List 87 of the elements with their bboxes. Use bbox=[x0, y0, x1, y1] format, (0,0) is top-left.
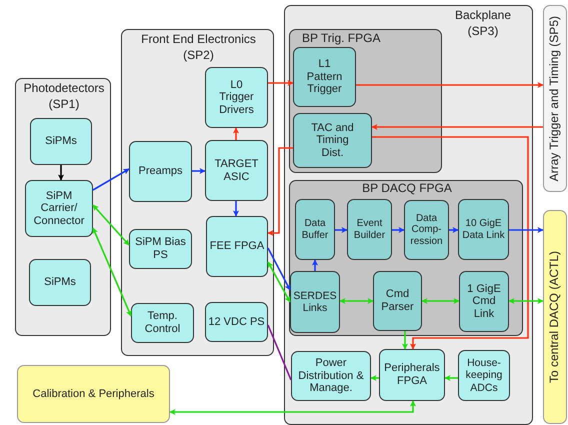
process-box bbox=[29, 259, 91, 306]
process-box bbox=[373, 271, 422, 331]
box-label: House-keeping ADCs bbox=[464, 357, 504, 394]
arrow bbox=[267, 147, 293, 236]
box-label: Preamps bbox=[138, 165, 183, 178]
process-box bbox=[291, 351, 371, 401]
group-heading: Front End Electronics (SP2) bbox=[140, 32, 257, 64]
box-label: 10 GigE Data Link bbox=[461, 218, 506, 241]
arrow bbox=[335, 227, 348, 233]
box-label: Peripherals FPGA bbox=[383, 362, 441, 388]
arrow bbox=[371, 124, 543, 130]
side-panel bbox=[543, 5, 567, 192]
side-panel bbox=[543, 210, 567, 424]
group-heading: BP DACQ FPGA bbox=[361, 181, 453, 197]
process-box bbox=[17, 365, 170, 423]
box-label: SiPM Bias PS bbox=[134, 236, 187, 262]
box-label: SiPMs bbox=[44, 276, 76, 289]
arrow bbox=[402, 331, 408, 350]
box-label: L0 Trigger Drivers bbox=[218, 78, 255, 116]
box-label: Temp. Control bbox=[144, 310, 182, 336]
box-label: Event Builder bbox=[352, 218, 386, 241]
subgroup-panel bbox=[289, 180, 523, 336]
subgroup-panel bbox=[289, 29, 442, 173]
arrow bbox=[444, 375, 458, 381]
group-heading: BP Trig. FPGA bbox=[301, 31, 382, 47]
arrow bbox=[508, 298, 544, 304]
box-label: Data Buffer bbox=[300, 218, 330, 241]
process-box bbox=[206, 216, 268, 277]
arrow bbox=[268, 80, 294, 86]
arrow bbox=[92, 227, 132, 317]
process-box bbox=[129, 229, 192, 269]
process-box bbox=[459, 271, 509, 332]
connector-line bbox=[267, 324, 292, 380]
arrow bbox=[449, 227, 459, 233]
box-label: Data Comp-ression bbox=[409, 212, 444, 248]
arrow bbox=[509, 227, 544, 233]
process-box bbox=[404, 200, 449, 260]
box-label: SiPM Carrier/ Connector bbox=[32, 190, 86, 228]
arrow bbox=[267, 261, 291, 303]
group-panel bbox=[121, 29, 274, 356]
box-label: 12 VDC PS bbox=[208, 316, 265, 328]
arrow bbox=[92, 168, 130, 191]
box-label: Calibration & Peripherals bbox=[32, 388, 154, 400]
arrow bbox=[356, 82, 544, 88]
box-label: TAC and Timing Dist. bbox=[310, 122, 355, 160]
process-box bbox=[30, 118, 92, 165]
group-heading: Backplane (SP3) bbox=[454, 8, 512, 40]
arrow bbox=[92, 204, 130, 246]
box-label: 1 GigE Cmd Link bbox=[466, 282, 502, 320]
box-label: SERDES Links bbox=[292, 290, 338, 314]
process-box bbox=[129, 141, 192, 202]
arrow bbox=[372, 136, 529, 350]
process-box bbox=[458, 350, 510, 401]
box-label: SiPMs bbox=[45, 135, 77, 148]
group-heading: Photodetectors (SP1) bbox=[22, 81, 106, 112]
box-label: Cmd Parser bbox=[380, 288, 415, 314]
process-box bbox=[458, 199, 509, 260]
process-box bbox=[290, 271, 340, 333]
process-box bbox=[293, 113, 372, 168]
box-label: TARGET ASIC bbox=[214, 158, 260, 184]
arrow bbox=[421, 298, 460, 304]
arrow bbox=[233, 201, 239, 217]
arrow bbox=[267, 248, 291, 291]
process-box bbox=[205, 140, 268, 201]
arrow bbox=[392, 227, 405, 233]
process-box bbox=[379, 349, 445, 401]
box-label: FEE FPGA bbox=[210, 240, 264, 253]
process-box bbox=[205, 302, 268, 342]
group-panel bbox=[284, 5, 533, 425]
arrow bbox=[58, 165, 64, 181]
box-label: L1 Pattern Trigger bbox=[306, 58, 344, 96]
process-box bbox=[293, 47, 356, 107]
arrow bbox=[339, 298, 374, 304]
arrow bbox=[233, 127, 239, 140]
box-label: To central DACQ (ACTL) bbox=[548, 250, 562, 384]
arrow bbox=[169, 400, 416, 415]
process-box bbox=[295, 199, 335, 260]
process-box bbox=[131, 303, 194, 343]
process-box bbox=[205, 67, 268, 128]
process-box bbox=[25, 180, 93, 237]
arrow bbox=[312, 259, 318, 271]
process-box bbox=[347, 199, 392, 260]
group-panel bbox=[15, 78, 111, 336]
arrow bbox=[192, 168, 206, 174]
box-label: Power Distribution & Manage. bbox=[297, 357, 365, 395]
arrow bbox=[370, 375, 379, 381]
box-label: Array Trigger and Timing (SP5) bbox=[548, 16, 562, 182]
